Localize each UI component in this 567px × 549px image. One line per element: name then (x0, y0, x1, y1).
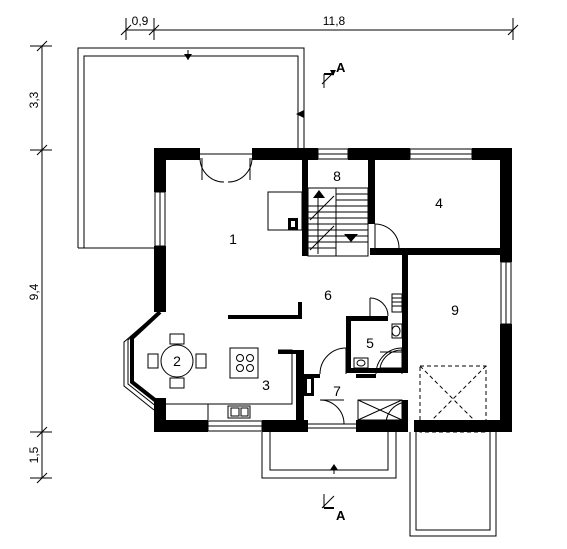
garage-outline (409, 365, 497, 537)
porch (261, 432, 397, 479)
dimension-label-left-1: 3,3 (27, 91, 41, 108)
dimension-label-top-2: 11,8 (323, 14, 346, 28)
room-label-3: 3 (262, 377, 270, 393)
room-label-1: 1 (229, 231, 237, 247)
room-label-7: 7 (333, 383, 341, 399)
section-label-top: A (336, 60, 346, 75)
section-mark-top (321, 70, 336, 88)
dimension-label-left-3: 1,5 (27, 446, 41, 463)
room-label-6: 6 (324, 287, 332, 303)
room-label-2: 2 (173, 353, 181, 369)
interior-doors (308, 223, 409, 429)
left-dimension-line (30, 40, 52, 484)
room-label-4: 4 (435, 195, 443, 211)
bay-window (123, 310, 162, 411)
room-label-9: 9 (451, 302, 459, 318)
entrance-door (199, 153, 253, 183)
dimension-label-left-2: 9,4 (27, 283, 41, 300)
terrace (77, 47, 305, 249)
room-label-5: 5 (366, 335, 374, 351)
top-dimension-line (120, 18, 519, 40)
staircase (267, 187, 369, 257)
room-7-fixtures (304, 376, 403, 421)
section-label-bottom: A (336, 508, 346, 523)
windows (154, 148, 512, 432)
section-mark-bottom (321, 494, 335, 509)
bathroom-fixtures (353, 293, 403, 369)
dimension-label-top-1: 0,9 (132, 14, 149, 28)
interior-walls (228, 158, 502, 426)
room-label-8: 8 (333, 168, 341, 184)
dining-table (147, 333, 207, 389)
kitchen-fixtures (166, 347, 293, 420)
